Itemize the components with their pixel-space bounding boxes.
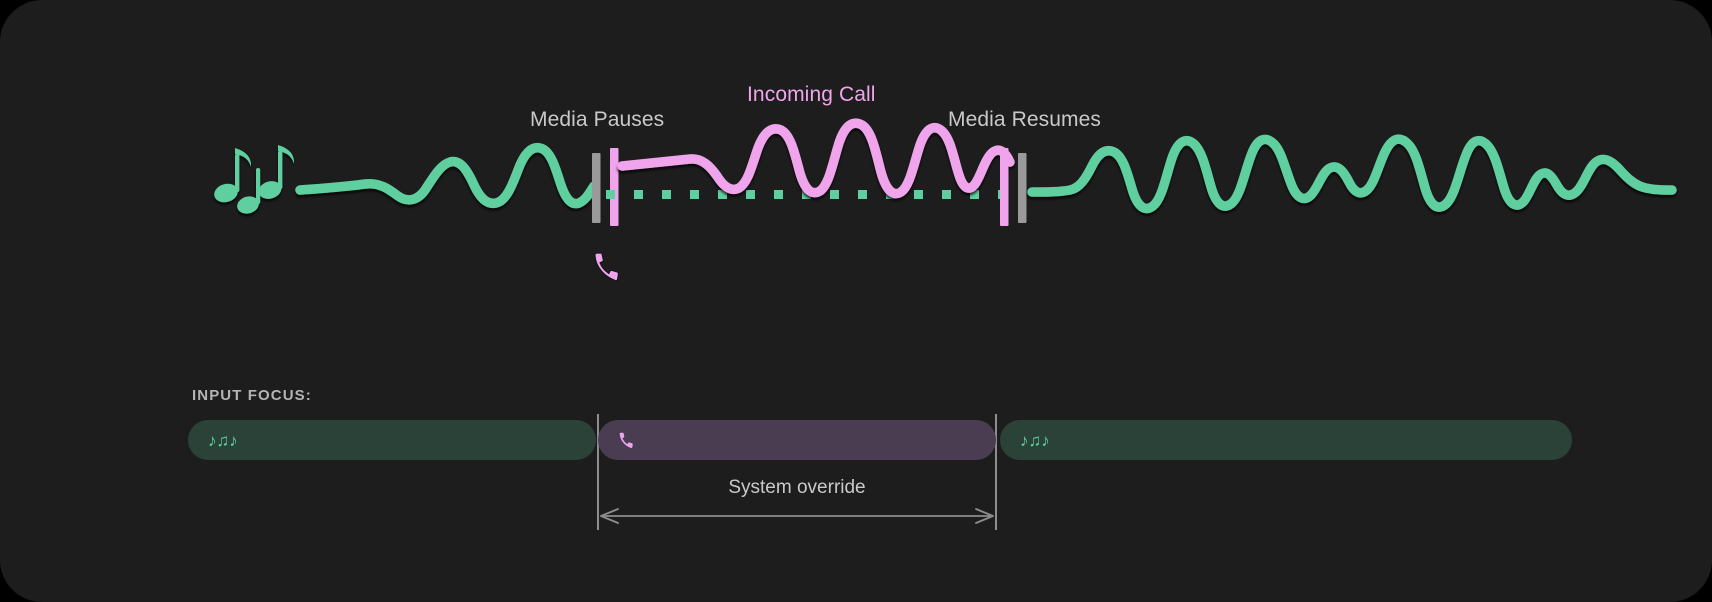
resume-marker-pink-bar [1000, 148, 1009, 226]
override-arrowhead-right [975, 508, 994, 524]
music-notes-icon [214, 145, 295, 214]
override-arrowhead-left [600, 508, 619, 524]
pause-marker-gray-bar [592, 153, 601, 223]
waveform-media-after [1027, 134, 1677, 214]
label-media-pauses: Media Pauses [530, 108, 665, 131]
timeline-graphic [214, 118, 1677, 226]
focus-lane-media-before[interactable]: ♪♫♪ [188, 420, 596, 460]
focus-lane-media-after[interactable]: ♪♫♪ [1000, 420, 1572, 460]
input-focus-title: INPUT FOCUS: [192, 387, 312, 404]
music-notes-icon: ♪♫♪ [208, 430, 238, 450]
music-notes-icon: ♪♫♪ [1020, 430, 1050, 450]
resume-marker-gray-bar [1018, 153, 1027, 223]
label-incoming-call: Incoming Call [747, 83, 876, 106]
system-override-label: System override [728, 477, 866, 498]
phone-icon [619, 432, 633, 448]
waveform-incoming-call [617, 118, 1015, 199]
pause-marker-pink-bar [610, 148, 619, 226]
waveform-media-before [295, 142, 599, 209]
label-media-resumes: Media Resumes [948, 108, 1102, 131]
focus-lane-call[interactable] [598, 420, 996, 460]
timeline-panel: Media Pauses Incoming Call Media Resumes [214, 83, 1677, 282]
phone-icon [594, 252, 619, 282]
input-focus-panel: INPUT FOCUS: ♪♫♪ ♪♫♪ System override [0, 370, 1712, 602]
